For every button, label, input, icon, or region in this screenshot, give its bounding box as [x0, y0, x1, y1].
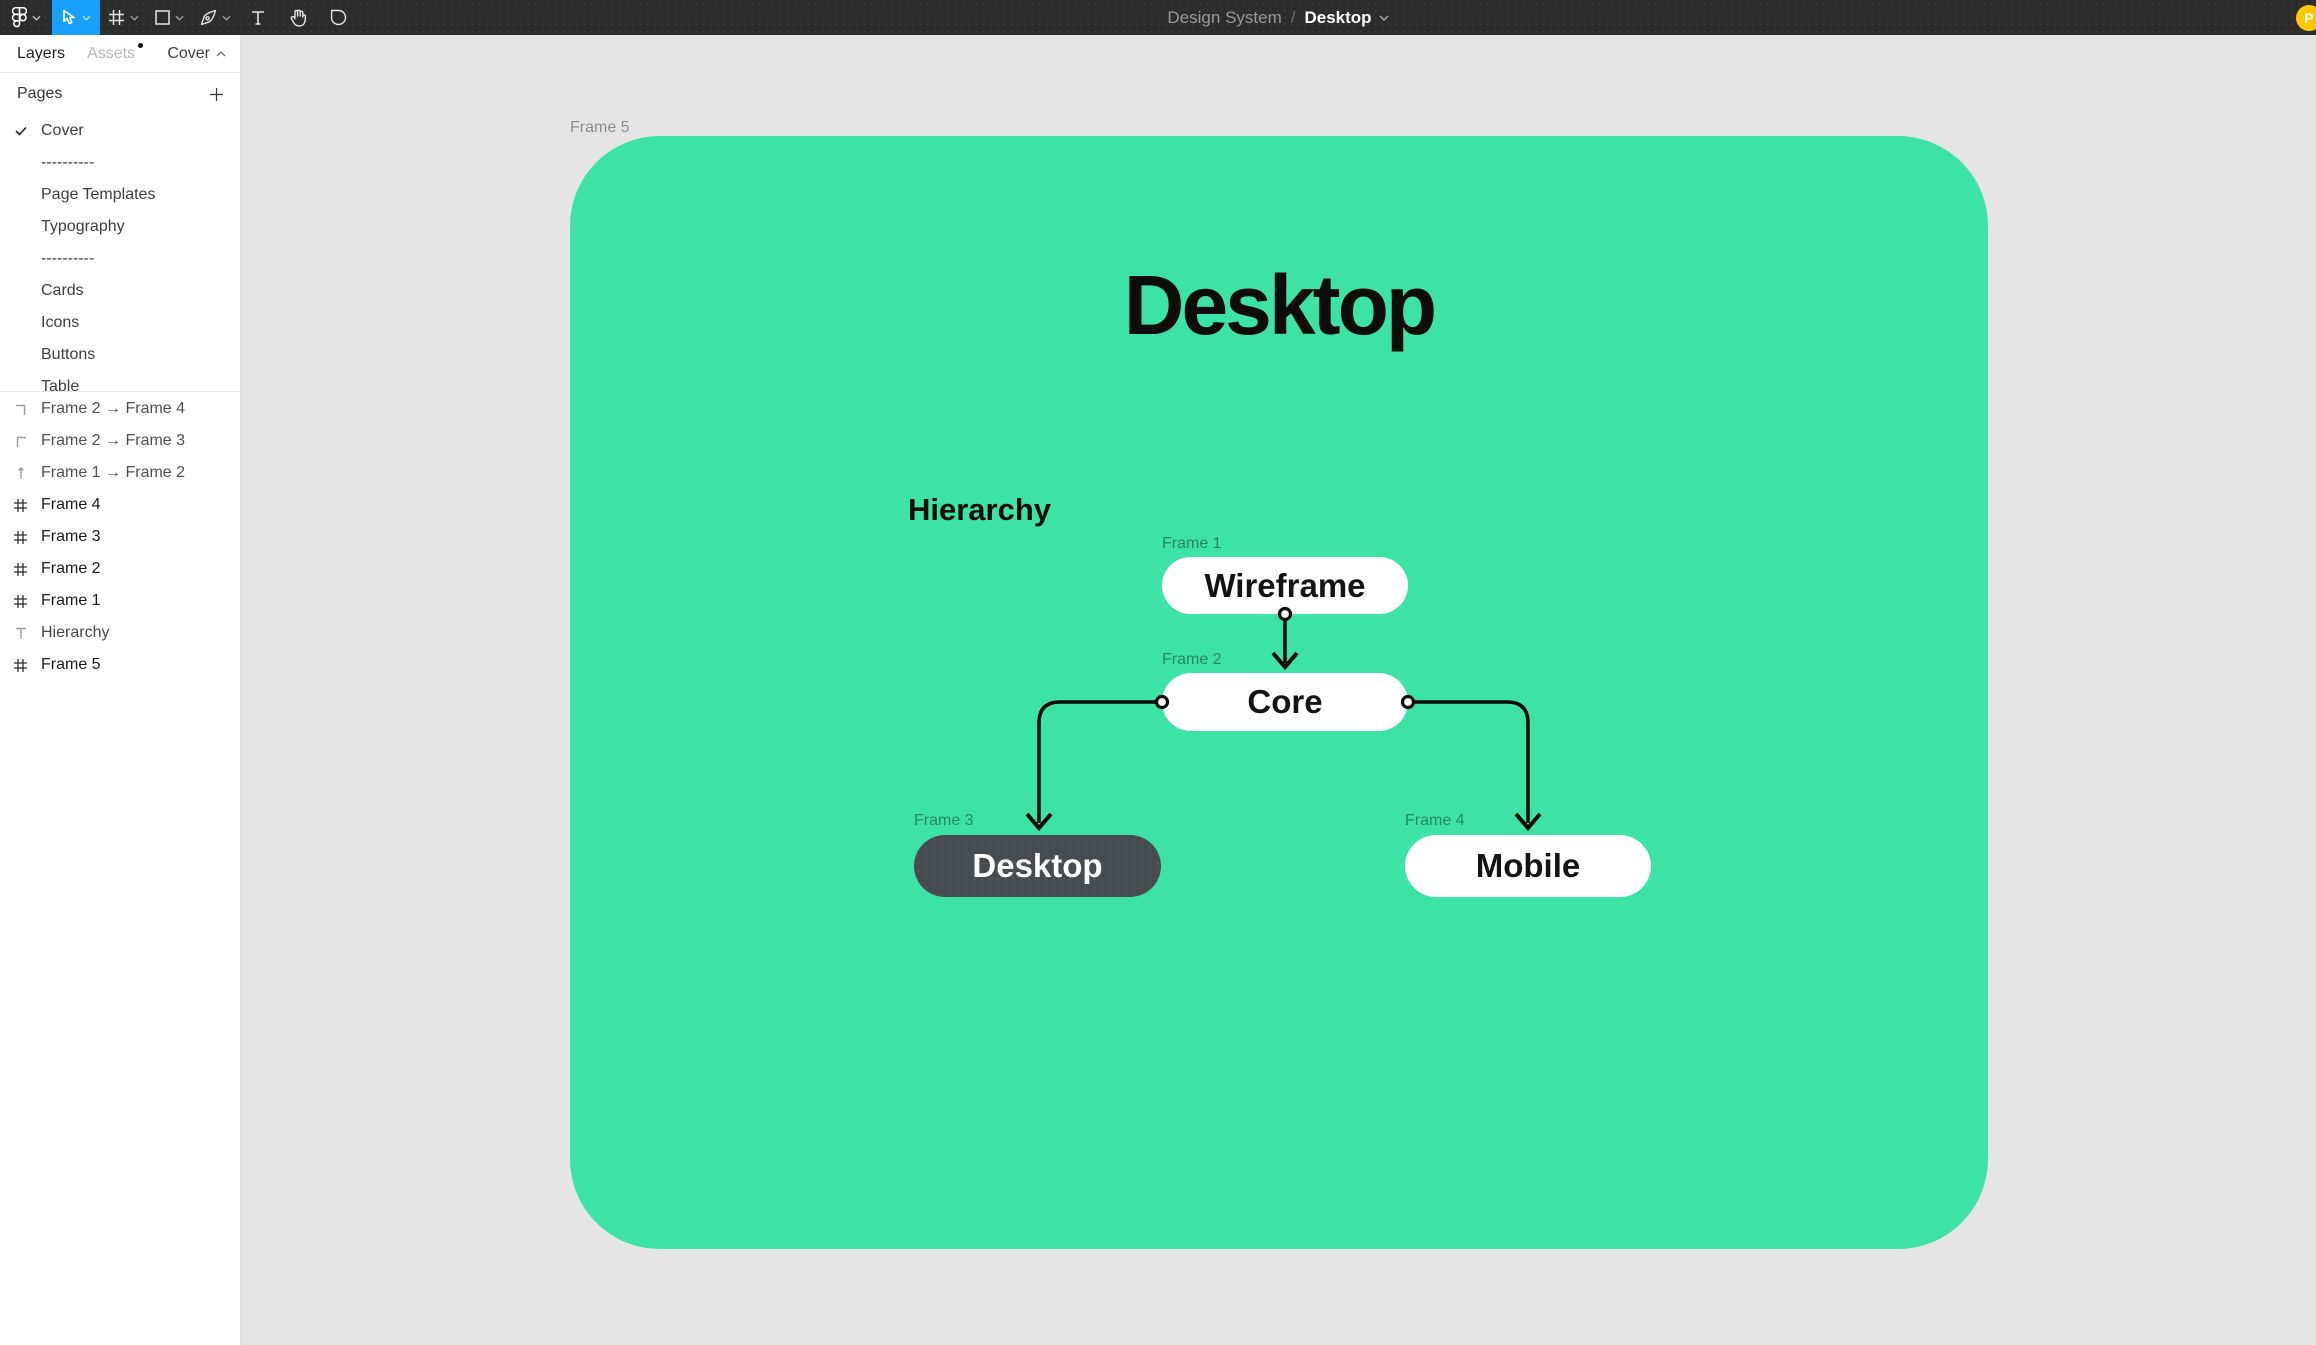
page-picker[interactable]: Cover — [167, 45, 226, 63]
breadcrumb-project[interactable]: Design System — [1167, 7, 1282, 27]
frame-icon — [0, 658, 41, 673]
comment-icon — [330, 9, 347, 26]
layer-item-hierarchy[interactable]: Hierarchy — [0, 617, 240, 649]
node-wireframe[interactable]: Wireframe — [1162, 557, 1408, 614]
chevron-down-icon[interactable] — [1379, 15, 1389, 21]
notification-dot — [138, 42, 144, 48]
hand-tool-button[interactable] — [278, 0, 318, 35]
chevron-down-icon — [31, 15, 41, 21]
move-tool-button[interactable] — [52, 0, 100, 35]
move-cursor-icon — [62, 9, 77, 26]
layer-item-frame-2[interactable]: Frame 2 — [0, 553, 240, 585]
figma-logo-icon — [11, 6, 27, 29]
breadcrumb: Design System / Desktop — [240, 0, 2316, 35]
frame-tool-icon — [108, 9, 125, 26]
chevron-down-icon — [129, 15, 139, 21]
node-mobile[interactable]: Mobile — [1405, 835, 1651, 897]
frame-4-label[interactable]: Frame 4 — [1405, 812, 1465, 829]
layer-item-connector[interactable]: Frame 2 → Frame 4 — [0, 393, 240, 425]
frame-icon — [0, 498, 41, 513]
tab-layers[interactable]: Layers — [17, 44, 66, 62]
node-desktop[interactable]: Desktop — [914, 835, 1161, 897]
connector-frame2-frame3[interactable] — [1025, 694, 1170, 832]
connector-frame1-frame2[interactable] — [1271, 606, 1299, 671]
page-item-cards[interactable]: Cards — [41, 282, 84, 299]
page-item-icons[interactable]: Icons — [41, 314, 80, 331]
layer-item-connector[interactable]: Frame 1 → Frame 2 — [0, 457, 240, 489]
connector-corner-left-icon — [0, 434, 41, 448]
connector-corner-right-icon — [0, 402, 41, 416]
frame-5-label[interactable]: Frame 5 — [570, 119, 630, 136]
pages-header: Pages — [0, 73, 240, 115]
page-item-page-templates[interactable]: Page Templates — [41, 186, 156, 203]
main-menu-button[interactable] — [0, 0, 52, 35]
connector-straight-icon — [0, 466, 41, 480]
page-picker-label: Cover — [167, 44, 210, 62]
hand-tool-icon — [290, 9, 307, 27]
breadcrumb-separator: / — [1290, 7, 1296, 27]
frame-icon — [0, 594, 41, 609]
page-item-table[interactable]: Table — [41, 378, 80, 392]
page-item-buttons[interactable]: Buttons — [41, 346, 96, 363]
chevron-up-icon — [216, 50, 226, 57]
canvas[interactable]: Frame 5 Desktop Hierarchy Frame 1 Wirefr… — [240, 35, 2316, 1345]
layer-item-frame-1[interactable]: Frame 1 — [0, 585, 240, 617]
breadcrumb-page[interactable]: Desktop — [1304, 7, 1372, 27]
layer-item-frame-3[interactable]: Frame 3 — [0, 521, 240, 553]
pages-title: Pages — [17, 85, 63, 102]
chevron-down-icon — [221, 15, 231, 21]
layer-item-frame-5[interactable]: Frame 5 — [0, 649, 240, 681]
node-core[interactable]: Core — [1162, 673, 1408, 731]
text-icon — [0, 626, 41, 640]
connector-frame2-frame4[interactable] — [1400, 694, 1542, 832]
frame-icon — [0, 530, 41, 545]
top-toolbar: Design System / Desktop P — [0, 0, 2316, 35]
hierarchy-title[interactable]: Hierarchy — [908, 492, 1052, 527]
add-page-button[interactable] — [209, 87, 224, 102]
chevron-down-icon — [174, 15, 184, 21]
shape-tool-button[interactable] — [146, 0, 192, 35]
pen-tool-icon — [200, 9, 217, 26]
frame-tool-button[interactable] — [100, 0, 146, 35]
avatar[interactable]: P — [2296, 5, 2316, 31]
frame-3-label[interactable]: Frame 3 — [914, 812, 974, 829]
cover-title[interactable]: Desktop — [1123, 258, 1437, 352]
chevron-down-icon — [81, 15, 91, 21]
page-item-divider[interactable]: ---------- — [41, 154, 95, 171]
pen-tool-button[interactable] — [192, 0, 238, 35]
tab-assets[interactable]: Assets — [87, 42, 144, 63]
comment-tool-button[interactable] — [318, 0, 358, 35]
frame-1-label[interactable]: Frame 1 — [1162, 535, 1222, 552]
connectors-layer — [1025, 606, 1542, 832]
rectangle-tool-icon — [154, 10, 170, 25]
pages-list: Cover ---------- Page Templates Typograp… — [0, 115, 240, 392]
check-icon — [0, 126, 41, 136]
frame-icon — [0, 562, 41, 577]
left-sidebar: Layers Assets Cover Pages Cover --------… — [0, 35, 241, 1345]
layers-list: Frame 2 → Frame 4 Frame 2 → Frame 3 Fram… — [0, 392, 240, 681]
page-item-cover[interactable]: Cover — [0, 115, 240, 147]
avatar-initial: P — [2304, 10, 2314, 26]
layer-item-connector[interactable]: Frame 2 → Frame 3 — [0, 425, 240, 457]
sidebar-tabs: Layers Assets Cover — [0, 35, 240, 73]
text-tool-button[interactable] — [238, 0, 278, 35]
text-tool-icon — [250, 10, 266, 26]
frame-2-label[interactable]: Frame 2 — [1162, 651, 1222, 668]
layer-item-frame-4[interactable]: Frame 4 — [0, 489, 240, 521]
page-item-divider[interactable]: ---------- — [41, 250, 95, 267]
page-item-typography[interactable]: Typography — [41, 218, 125, 235]
